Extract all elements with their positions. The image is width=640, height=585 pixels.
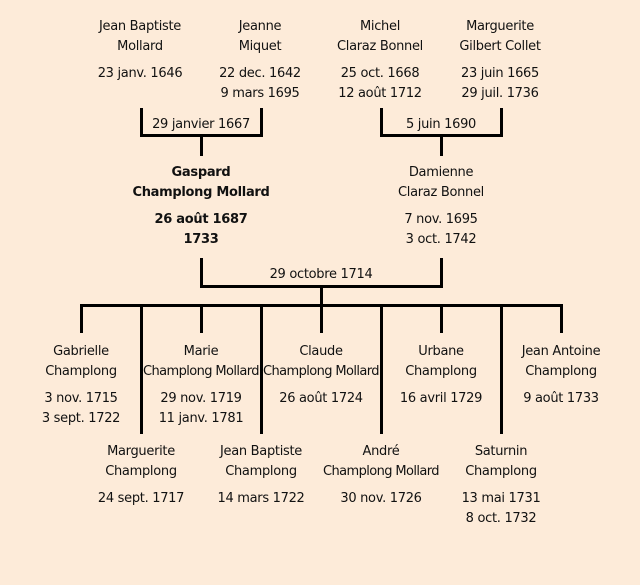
- person-birth: 7 nov. 1695: [404, 212, 478, 227]
- person-death: 3 oct. 1742: [405, 232, 477, 247]
- connector: [200, 258, 203, 287]
- person-birth: 25 oct. 1668: [340, 66, 420, 81]
- person-given-name: Marguerite: [466, 19, 534, 34]
- person-birth: 23 janv. 1646: [97, 66, 183, 81]
- connector: [320, 285, 323, 307]
- child-card[interactable]: Saturnin Champlong 13 mai 1731 8 oct. 17…: [436, 442, 566, 529]
- person-given-name: Jeanne: [238, 19, 282, 34]
- focus-person-card[interactable]: Gaspard Champlong Mollard 26 août 1687 1…: [126, 163, 276, 250]
- person-birth: 14 mars 1722: [217, 491, 305, 506]
- person-given-name: André: [362, 444, 400, 459]
- connector: [200, 304, 203, 333]
- person-death: [376, 409, 506, 429]
- person-surname: Champlong: [225, 464, 297, 479]
- person-death: [496, 409, 626, 429]
- person-death: 12 août 1712: [338, 86, 422, 101]
- person-surname: Claraz Bonnel: [398, 185, 484, 200]
- person-surname: Miquet: [238, 39, 282, 54]
- person-given-name: Urbane: [418, 344, 464, 359]
- child-card[interactable]: Marguerite Champlong 24 sept. 1717: [76, 442, 206, 529]
- person-surname: Champlong: [45, 364, 117, 379]
- person-death: [75, 84, 205, 104]
- person-surname: Champlong Mollard: [263, 364, 380, 379]
- person-surname: Champlong: [525, 364, 597, 379]
- person-birth: 26 août 1724: [279, 391, 363, 406]
- person-birth: 26 août 1687: [154, 212, 248, 227]
- person-death: 29 juil. 1736: [461, 86, 539, 101]
- person-death: [196, 509, 326, 529]
- person-birth: 30 nov. 1726: [340, 491, 422, 506]
- person-given-name: Marguerite: [107, 444, 175, 459]
- marriage-date: 5 juin 1690: [405, 117, 477, 132]
- connector: [140, 304, 143, 434]
- connector: [380, 304, 383, 434]
- person-birth: 23 juin 1665: [461, 66, 539, 81]
- person-given-name: Claude: [299, 344, 343, 359]
- connector: [260, 304, 263, 434]
- person-death: [319, 509, 443, 529]
- person-surname: Gilbert Collet: [459, 39, 541, 54]
- person-card[interactable]: Jeanne Miquet 22 dec. 1642 9 mars 1695: [195, 17, 325, 104]
- person-given-name: Gabrielle: [53, 344, 109, 359]
- person-surname: Champlong Mollard: [323, 464, 440, 479]
- person-given-name: Jean Baptiste: [99, 19, 181, 34]
- person-card[interactable]: Damienne Claraz Bonnel 7 nov. 1695 3 oct…: [376, 163, 506, 250]
- person-surname: Champlong Mollard: [132, 185, 270, 200]
- person-card[interactable]: Michel Claraz Bonnel 25 oct. 1668 12 aoû…: [315, 17, 445, 104]
- person-death: 8 oct. 1732: [465, 511, 537, 526]
- connector: [380, 108, 383, 136]
- person-given-name: Michel: [359, 19, 401, 34]
- person-surname: Champlong Mollard: [143, 364, 260, 379]
- person-given-name: Damienne: [408, 165, 474, 180]
- marriage-date: 29 janvier 1667: [152, 117, 250, 132]
- connector: [500, 304, 503, 434]
- child-card[interactable]: Urbane Champlong 16 avril 1729: [376, 342, 506, 429]
- person-card[interactable]: Jean Baptiste Mollard 23 janv. 1646: [75, 17, 205, 104]
- person-death: 3 sept. 1722: [41, 411, 121, 426]
- person-given-name: Marie: [183, 344, 219, 359]
- person-given-name: Jean Baptiste: [220, 444, 302, 459]
- person-card[interactable]: Marguerite Gilbert Collet 23 juin 1665 2…: [435, 17, 565, 104]
- connector: [140, 108, 143, 136]
- person-birth: 9 août 1733: [523, 391, 599, 406]
- marriage-date: 29 octobre 1714: [269, 267, 373, 282]
- person-death: 1733: [183, 232, 219, 247]
- person-given-name: Jean Antoine: [521, 344, 601, 359]
- person-birth: 24 sept. 1717: [97, 491, 185, 506]
- person-surname: Champlong: [405, 364, 477, 379]
- person-birth: 22 dec. 1642: [219, 66, 301, 81]
- connector: [500, 108, 503, 136]
- child-card[interactable]: Jean Baptiste Champlong 14 mars 1722: [196, 442, 326, 529]
- person-death: 9 mars 1695: [220, 86, 300, 101]
- person-birth: 3 nov. 1715: [44, 391, 118, 406]
- connector: [80, 304, 83, 333]
- connector: [560, 304, 563, 333]
- connector: [260, 108, 263, 136]
- connector: [440, 304, 443, 333]
- person-death: [262, 409, 380, 429]
- child-card[interactable]: Claude Champlong Mollard 26 août 1724: [262, 342, 380, 429]
- person-birth: 16 avril 1729: [399, 391, 483, 406]
- person-surname: Champlong: [105, 464, 177, 479]
- person-surname: Mollard: [117, 39, 163, 54]
- child-card[interactable]: Jean Antoine Champlong 9 août 1733: [496, 342, 626, 429]
- person-birth: 13 mai 1731: [461, 491, 541, 506]
- child-card[interactable]: Marie Champlong Mollard 29 nov. 1719 11 …: [142, 342, 260, 429]
- person-death: [76, 509, 206, 529]
- person-given-name: Gaspard: [171, 165, 231, 180]
- child-card[interactable]: Gabrielle Champlong 3 nov. 1715 3 sept. …: [16, 342, 146, 429]
- connector: [320, 304, 323, 333]
- person-birth: 29 nov. 1719: [160, 391, 242, 406]
- child-card[interactable]: André Champlong Mollard 30 nov. 1726: [319, 442, 443, 529]
- connector: [440, 258, 443, 287]
- person-surname: Claraz Bonnel: [337, 39, 423, 54]
- connector: [440, 134, 443, 156]
- person-surname: Champlong: [465, 464, 537, 479]
- person-death: 11 janv. 1781: [158, 411, 244, 426]
- connector: [200, 134, 203, 156]
- person-given-name: Saturnin: [474, 444, 528, 459]
